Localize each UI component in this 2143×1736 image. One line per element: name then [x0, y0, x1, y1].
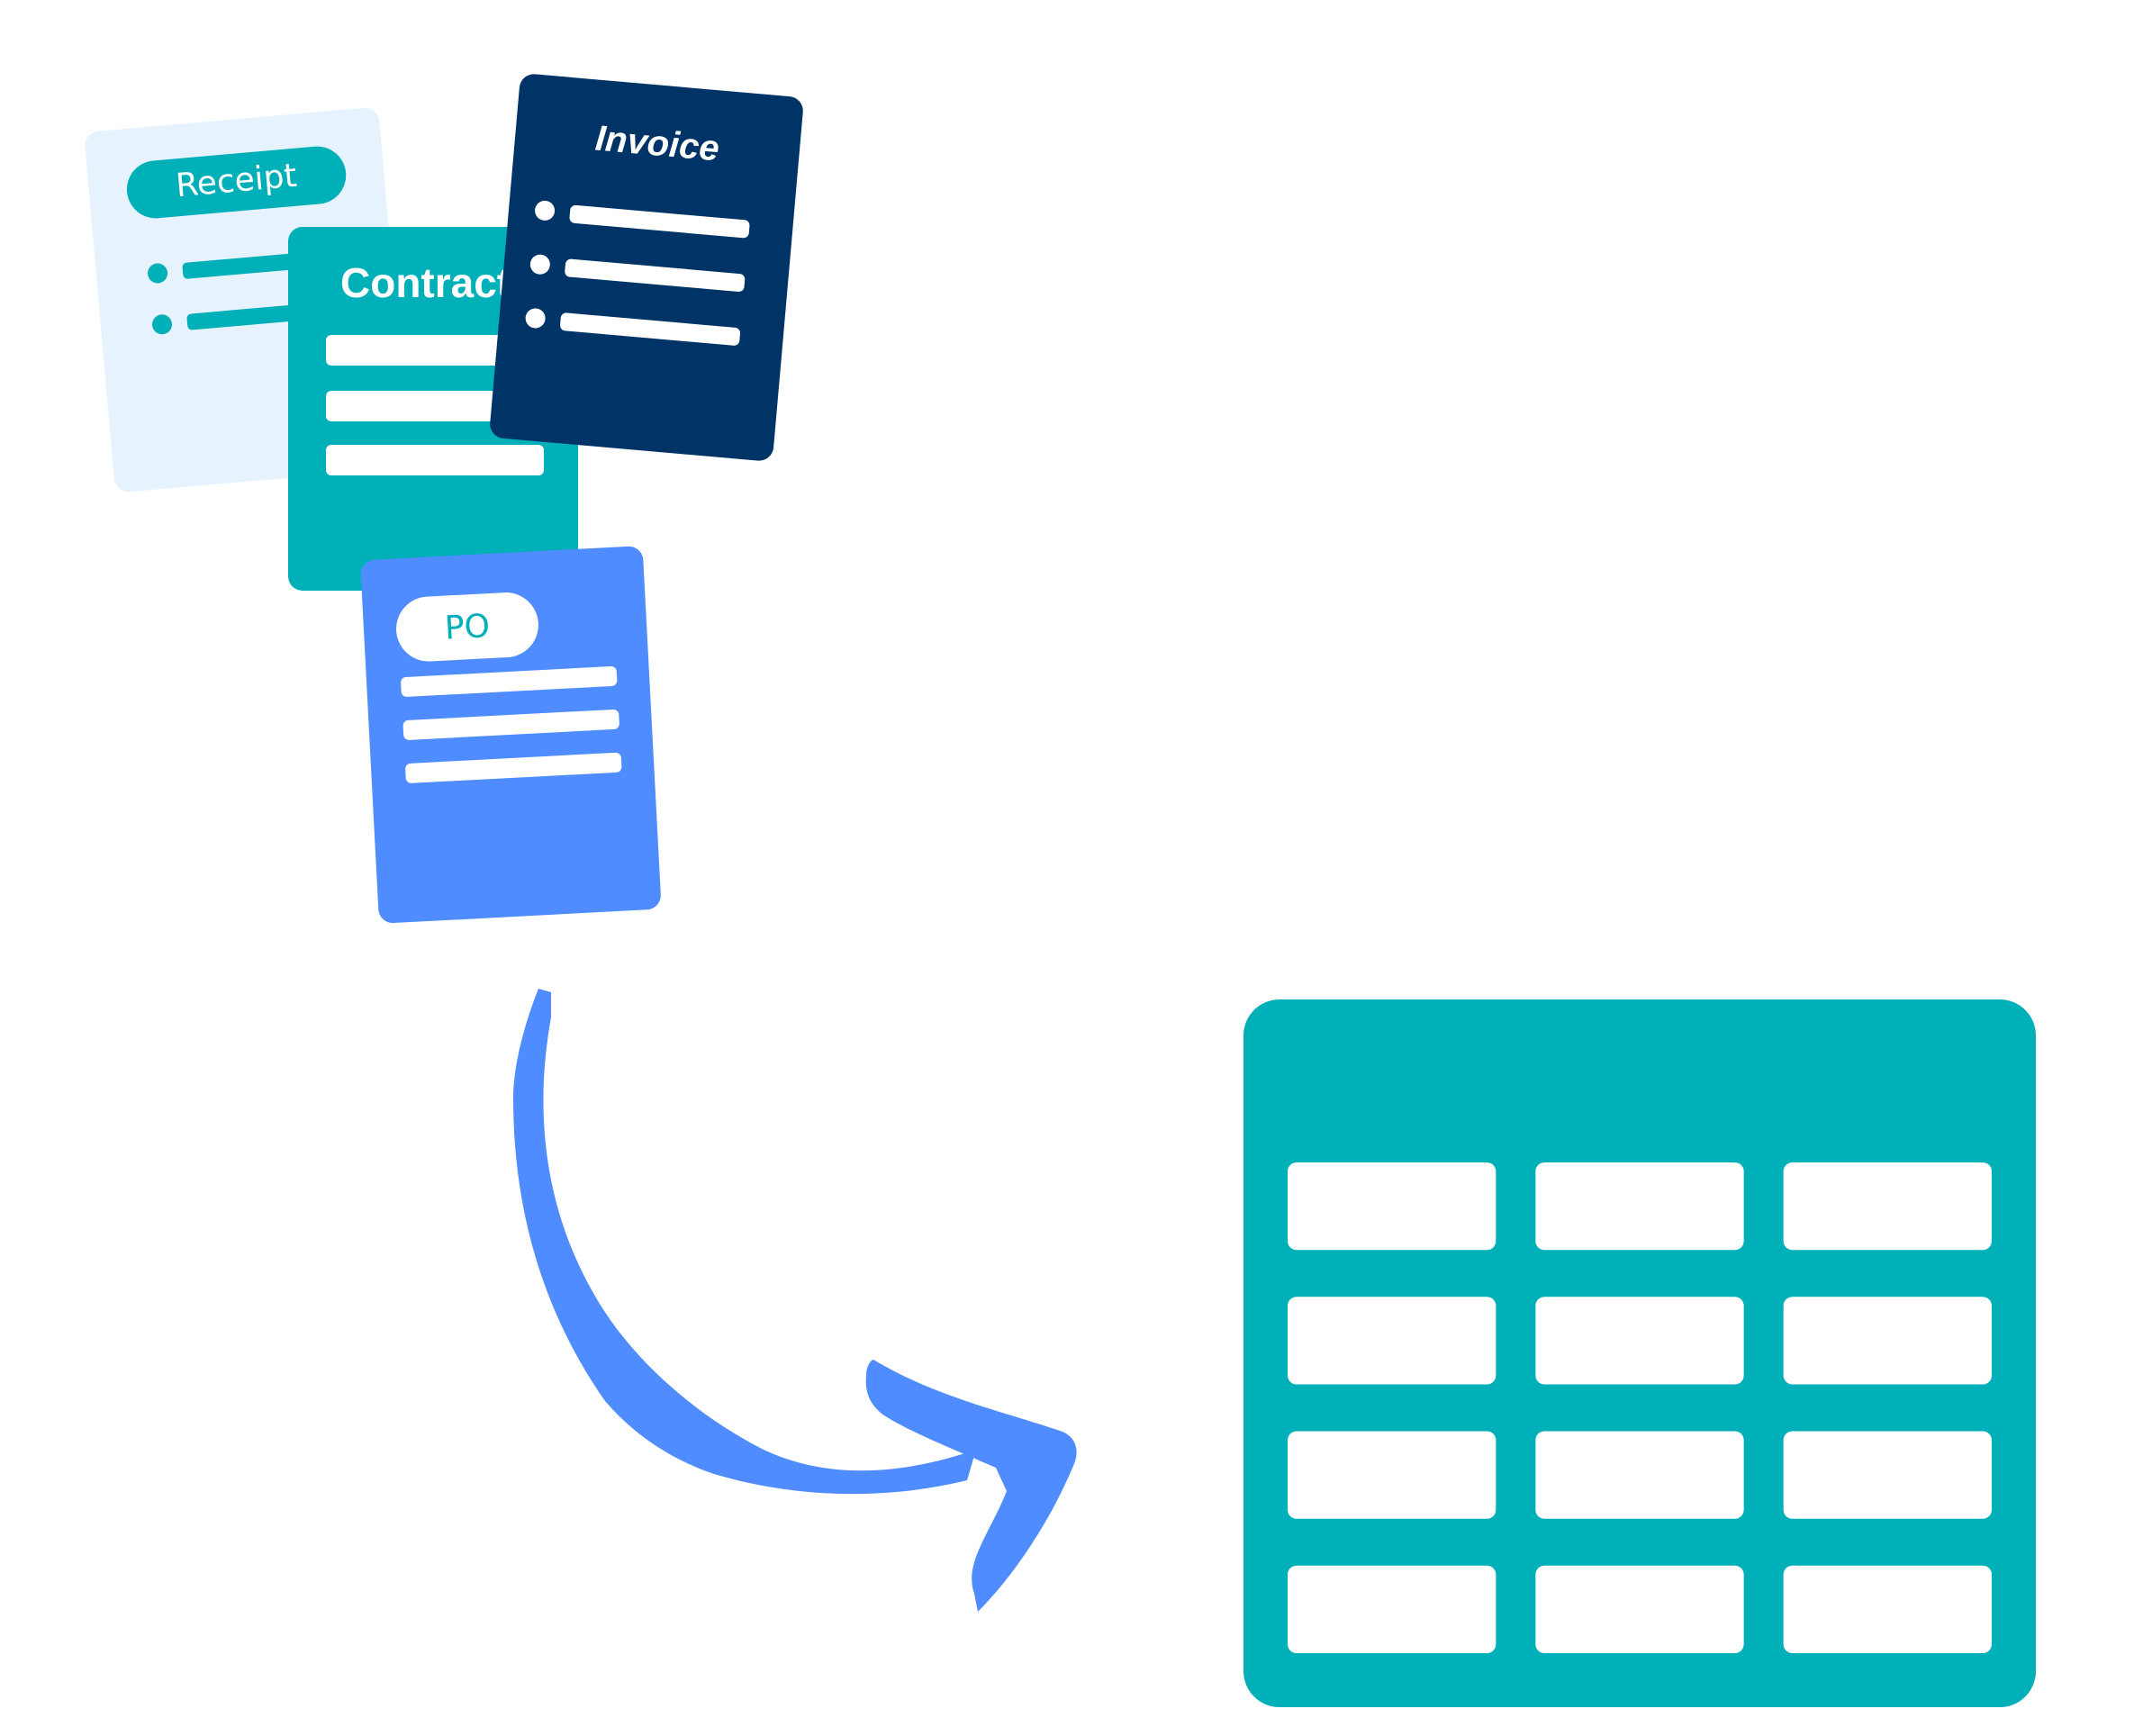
invoice-line: [565, 258, 746, 293]
table-cells: [1288, 1162, 1992, 1653]
contract-line: [326, 445, 544, 475]
po-label: PO: [444, 608, 491, 647]
po-document-icon: PO: [360, 546, 661, 924]
arrow-shaft: [513, 989, 976, 1495]
invoice-bullet: [529, 254, 550, 275]
invoice-document-icon: Invoice: [490, 74, 803, 461]
contract-line: [326, 335, 544, 366]
table-cell: [1288, 1565, 1496, 1653]
receipt-bullet: [152, 314, 173, 335]
po-line: [402, 709, 619, 740]
invoice-bullet: [535, 200, 556, 221]
table-cell: [1783, 1565, 1992, 1653]
table-cell: [1288, 1297, 1496, 1385]
invoice-line: [560, 312, 741, 346]
po-line: [405, 752, 622, 783]
invoice-bullet: [525, 308, 546, 329]
contract-title: Contract: [340, 259, 511, 306]
table-cell: [1288, 1431, 1496, 1519]
arrow-head: [865, 1360, 1077, 1612]
receipt-pill: [126, 146, 347, 219]
table-cell: [1783, 1431, 1992, 1519]
table-cell: [1535, 1431, 1744, 1519]
curved-arrow-icon: [513, 989, 1077, 1612]
po-pill: [396, 592, 538, 662]
table-cell: [1783, 1162, 1992, 1251]
invoice-line: [569, 204, 750, 239]
table-cell: [1783, 1297, 1992, 1385]
table-cell: [1535, 1565, 1744, 1653]
table-cell: [1288, 1162, 1496, 1251]
receipt-bullet: [148, 263, 168, 284]
po-line: [401, 666, 618, 697]
contract-line: [326, 391, 544, 421]
table-cell: [1535, 1297, 1744, 1385]
table-cell: [1535, 1162, 1744, 1251]
table-grid-icon: [1243, 999, 2036, 1707]
